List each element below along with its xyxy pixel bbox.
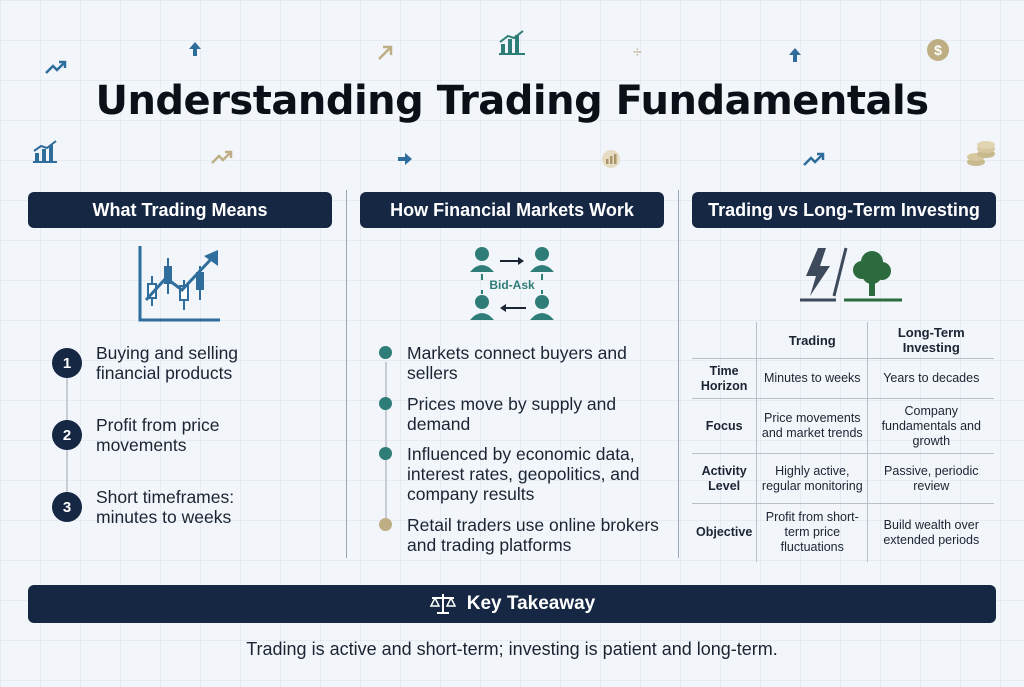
investing-cell: Years to decades bbox=[867, 358, 995, 399]
coin-stack-icon bbox=[967, 141, 995, 166]
investing-cell: Passive, periodic review bbox=[867, 453, 995, 504]
svg-text:$: $ bbox=[934, 42, 942, 58]
header-markets-work: How Financial Markets Work bbox=[360, 192, 664, 228]
comparison-table: Trading Long-Term Investing Time Horizon… bbox=[692, 322, 995, 562]
candlestick-chart-icon bbox=[138, 246, 220, 322]
bullet-text: Markets connect buyers and sellers bbox=[407, 343, 627, 383]
key-takeaway-bar: Key Takeaway bbox=[28, 585, 996, 623]
step-number: 2 bbox=[52, 420, 82, 450]
bullet-text: Retail traders use online brokers and tr… bbox=[407, 515, 659, 555]
header-trading-vs-investing: Trading vs Long-Term Investing bbox=[692, 192, 996, 228]
step-text: Buying and selling financial products bbox=[96, 343, 239, 383]
header-trading-means: What Trading Means bbox=[28, 192, 332, 228]
trading-cell: Highly active, regular monitoring bbox=[756, 453, 868, 504]
table-row: Time Horizon Minutes to weeks Years to d… bbox=[692, 358, 995, 399]
table-row: Focus Price movements and market trends … bbox=[692, 398, 995, 454]
step-number: 3 bbox=[52, 492, 82, 522]
row-label: Time Horizon bbox=[692, 358, 757, 399]
balance-scale-icon bbox=[429, 594, 456, 614]
bullet-dot bbox=[379, 518, 392, 531]
table-row: Objective Profit from short-term price f… bbox=[692, 503, 995, 562]
arrow-diagonal-icon bbox=[378, 45, 393, 60]
arrow-right-icon bbox=[398, 153, 412, 165]
step-text: Short timeframes: minutes to weeks bbox=[96, 487, 235, 527]
bullet-dot bbox=[379, 447, 392, 460]
bid-ask-label: Bid-Ask bbox=[489, 278, 535, 292]
row-label: Focus bbox=[692, 398, 757, 454]
arrow-up-icon bbox=[789, 48, 801, 62]
arrow-up-icon bbox=[189, 42, 201, 56]
table-header-cell bbox=[692, 322, 757, 359]
divide-icon: ÷ bbox=[633, 44, 642, 61]
trend-up-icon bbox=[211, 150, 233, 164]
row-label: Objective bbox=[692, 503, 757, 562]
bullet-dot bbox=[379, 346, 392, 359]
key-takeaway-label: Key Takeaway bbox=[466, 593, 596, 614]
table-row: Activity Level Highly active, regular mo… bbox=[692, 453, 995, 504]
column-divider bbox=[678, 190, 679, 558]
step-text: Profit from price movements bbox=[96, 415, 220, 455]
lightning-vs-tree-icon bbox=[800, 247, 902, 302]
step-number: 1 bbox=[52, 348, 82, 378]
buyers-sellers-exchange-icon bbox=[470, 247, 554, 320]
table-header-row: Trading Long-Term Investing bbox=[692, 322, 995, 359]
trend-up-icon bbox=[45, 60, 67, 74]
row-label: Activity Level bbox=[692, 453, 757, 504]
bullet-dot bbox=[379, 397, 392, 410]
bullet-text: Influenced by economic data, interest ra… bbox=[407, 444, 640, 504]
table-header-cell: Long-Term Investing bbox=[867, 322, 995, 359]
trading-cell: Price movements and market trends bbox=[756, 398, 868, 454]
bar-chart-icon bbox=[602, 150, 620, 168]
bar-chart-icon bbox=[499, 30, 525, 55]
bullet-text: Prices move by supply and demand bbox=[407, 394, 617, 434]
investing-cell: Build wealth over extended periods bbox=[867, 503, 995, 562]
trading-cell: Profit from short-term price fluctuation… bbox=[756, 503, 868, 562]
bar-chart-icon bbox=[33, 140, 57, 163]
column-divider bbox=[346, 190, 347, 558]
table-header-cell: Trading bbox=[756, 322, 868, 359]
investing-cell: Company fundamentals and growth bbox=[867, 398, 995, 454]
key-takeaway-text: Trading is active and short-term; invest… bbox=[246, 639, 778, 659]
trend-up-icon bbox=[803, 152, 825, 166]
bullets-connector bbox=[385, 362, 387, 526]
dollar-coin-icon: $ bbox=[927, 39, 949, 61]
page-title: Understanding Trading Fundamentals bbox=[95, 78, 929, 124]
trading-cell: Minutes to weeks bbox=[756, 358, 868, 399]
